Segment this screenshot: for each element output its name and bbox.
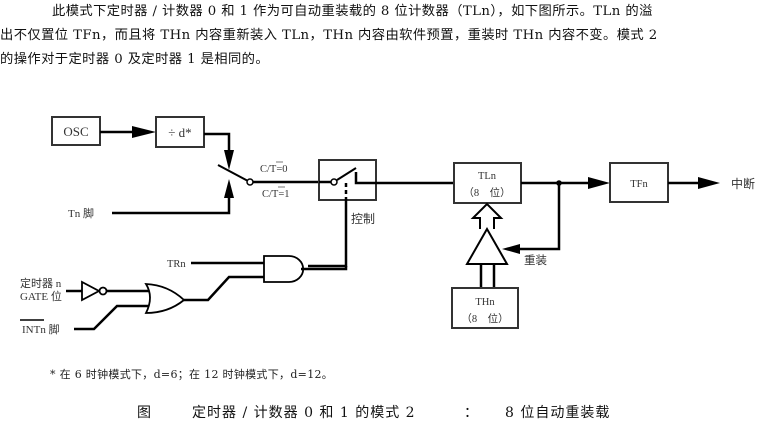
- arrow-down-icon: [224, 150, 234, 170]
- gate-label-line1: 定时器 n: [20, 276, 62, 290]
- hollow-arrow-up-icon: [470, 202, 504, 229]
- reload-label: 重装: [524, 253, 547, 267]
- tln-size-label: （8 位）: [463, 186, 510, 199]
- osc-label: OSC: [63, 124, 88, 139]
- tln-to-tfn-wire: [521, 177, 610, 189]
- osc-block: OSC: [51, 116, 101, 146]
- or-to-and-wire: [184, 275, 264, 302]
- thn-size-label: （8 位）: [461, 312, 508, 325]
- arrow-up-icon: [224, 179, 234, 198]
- reload-buffer: [465, 202, 509, 288]
- intn-label: INTn 脚: [22, 322, 60, 336]
- gate-label-line2: GATE 位: [20, 289, 62, 303]
- arrow-right-icon: [588, 177, 610, 189]
- or-gate: [144, 283, 186, 314]
- tfn-flag-block: TFn: [609, 162, 669, 203]
- arrow-right-icon: [132, 126, 156, 138]
- intn-wire: [74, 304, 149, 331]
- caption-figure-label: 图: [137, 405, 152, 421]
- interrupt-label: 中断: [731, 176, 755, 191]
- control-wire: [308, 200, 348, 268]
- arrow-right-icon: [698, 177, 720, 189]
- and-gate: [263, 255, 348, 283]
- footnote: * 在 6 时钟模式下，d=6；在 12 时钟模式下，d=12。: [50, 368, 334, 381]
- paragraph-line-3: 的操作对于定时器 0 及定时器 1 是相同的。: [0, 52, 270, 67]
- tn-pin-label: Tn 脚: [68, 206, 94, 220]
- ct0-label: C/T=0: [260, 164, 288, 175]
- ct-selector-switch: C/T=0 C/T=1: [217, 161, 320, 200]
- description-paragraph: 此模式下定时器 / 计数器 0 和 1 作为可自动重装载的 8 位计数器（TLn…: [0, 0, 780, 72]
- buffer-triangle-icon: [465, 226, 509, 265]
- trn-label: TRn: [167, 259, 186, 270]
- caption-colon: ：: [464, 405, 479, 421]
- arrow-left-icon: [502, 244, 520, 254]
- tln-register-block: TLn （8 位）: [453, 162, 522, 204]
- osc-to-divider-wire: [100, 126, 156, 138]
- divider-label: ÷ d*: [168, 125, 191, 140]
- paragraph-line-2: 出不仅置位 TFn，而且将 THn 内容重新装入 TLn，THn 内容由软件预置…: [0, 28, 658, 43]
- tn-pin-wire: Tn 脚: [68, 179, 234, 220]
- inverter-gate: [81, 280, 108, 302]
- thn-register-block: THn （8 位）: [451, 287, 519, 329]
- tln-label: TLn: [478, 171, 497, 182]
- divider-block: ÷ d*: [155, 116, 205, 148]
- caption-subtitle: 8 位自动重装载: [505, 405, 611, 421]
- control-switch-block: [318, 159, 377, 201]
- tfn-label: TFn: [630, 179, 648, 190]
- ct1-label: C/T=1: [262, 189, 290, 200]
- control-label: 控制: [351, 212, 375, 226]
- tfn-to-interrupt-wire: [668, 177, 720, 189]
- paragraph-line-1: 此模式下定时器 / 计数器 0 和 1 作为可自动重装载的 8 位计数器（TLn…: [52, 4, 653, 19]
- thn-label: THn: [475, 297, 495, 308]
- reload-feedback-wire: [502, 183, 561, 254]
- divider-to-switch-wire: [204, 132, 234, 170]
- caption-title: 定时器 / 计数器 0 和 1 的模式 2: [192, 405, 416, 421]
